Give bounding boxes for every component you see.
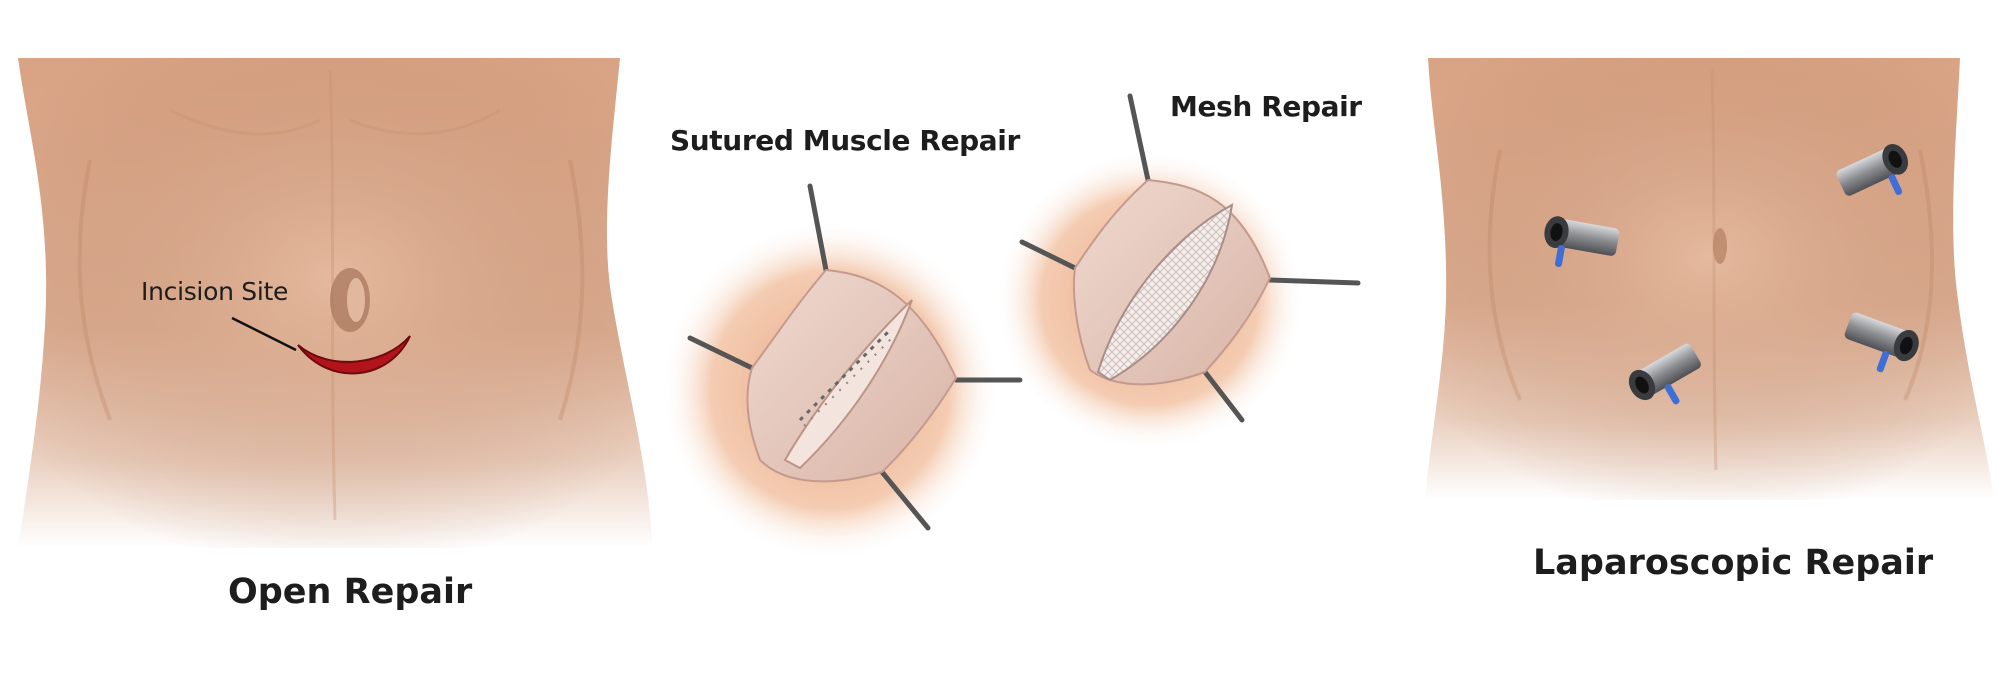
trocar-icon	[1544, 216, 1620, 268]
retractor-icon	[807, 183, 829, 273]
retractor-icon	[1127, 93, 1151, 183]
navel-icon	[1713, 228, 1727, 264]
trocar-icon	[1844, 312, 1919, 373]
retractor-icon	[879, 469, 931, 531]
incision-icon	[297, 335, 411, 375]
retractor-icon	[687, 335, 755, 371]
retractor-icon	[1019, 239, 1078, 271]
open-repair-caption: Open Repair	[228, 572, 473, 612]
mesh-icon	[1096, 203, 1234, 382]
trocar-icon	[1836, 143, 1908, 196]
trocar-icon	[1628, 343, 1701, 405]
laparoscopic-repair-caption: Laparoscopic Repair	[1533, 543, 1934, 583]
incision-site-label: Incision Site	[141, 277, 289, 306]
retractor-icon	[1267, 277, 1361, 286]
open-repair-torso	[18, 58, 652, 548]
sutured-muscle-repair-label: Sutured Muscle Repair	[670, 124, 1020, 157]
laparoscopic-torso	[1425, 58, 1994, 500]
sutured-repair-illustration	[660, 183, 1023, 560]
incision-leader-line	[231, 316, 297, 352]
mesh-repair-label: Mesh Repair	[1170, 90, 1362, 123]
retractor-icon	[1202, 369, 1245, 423]
suture-line-icon	[798, 328, 892, 422]
mesh-repair-illustration	[995, 93, 1361, 450]
